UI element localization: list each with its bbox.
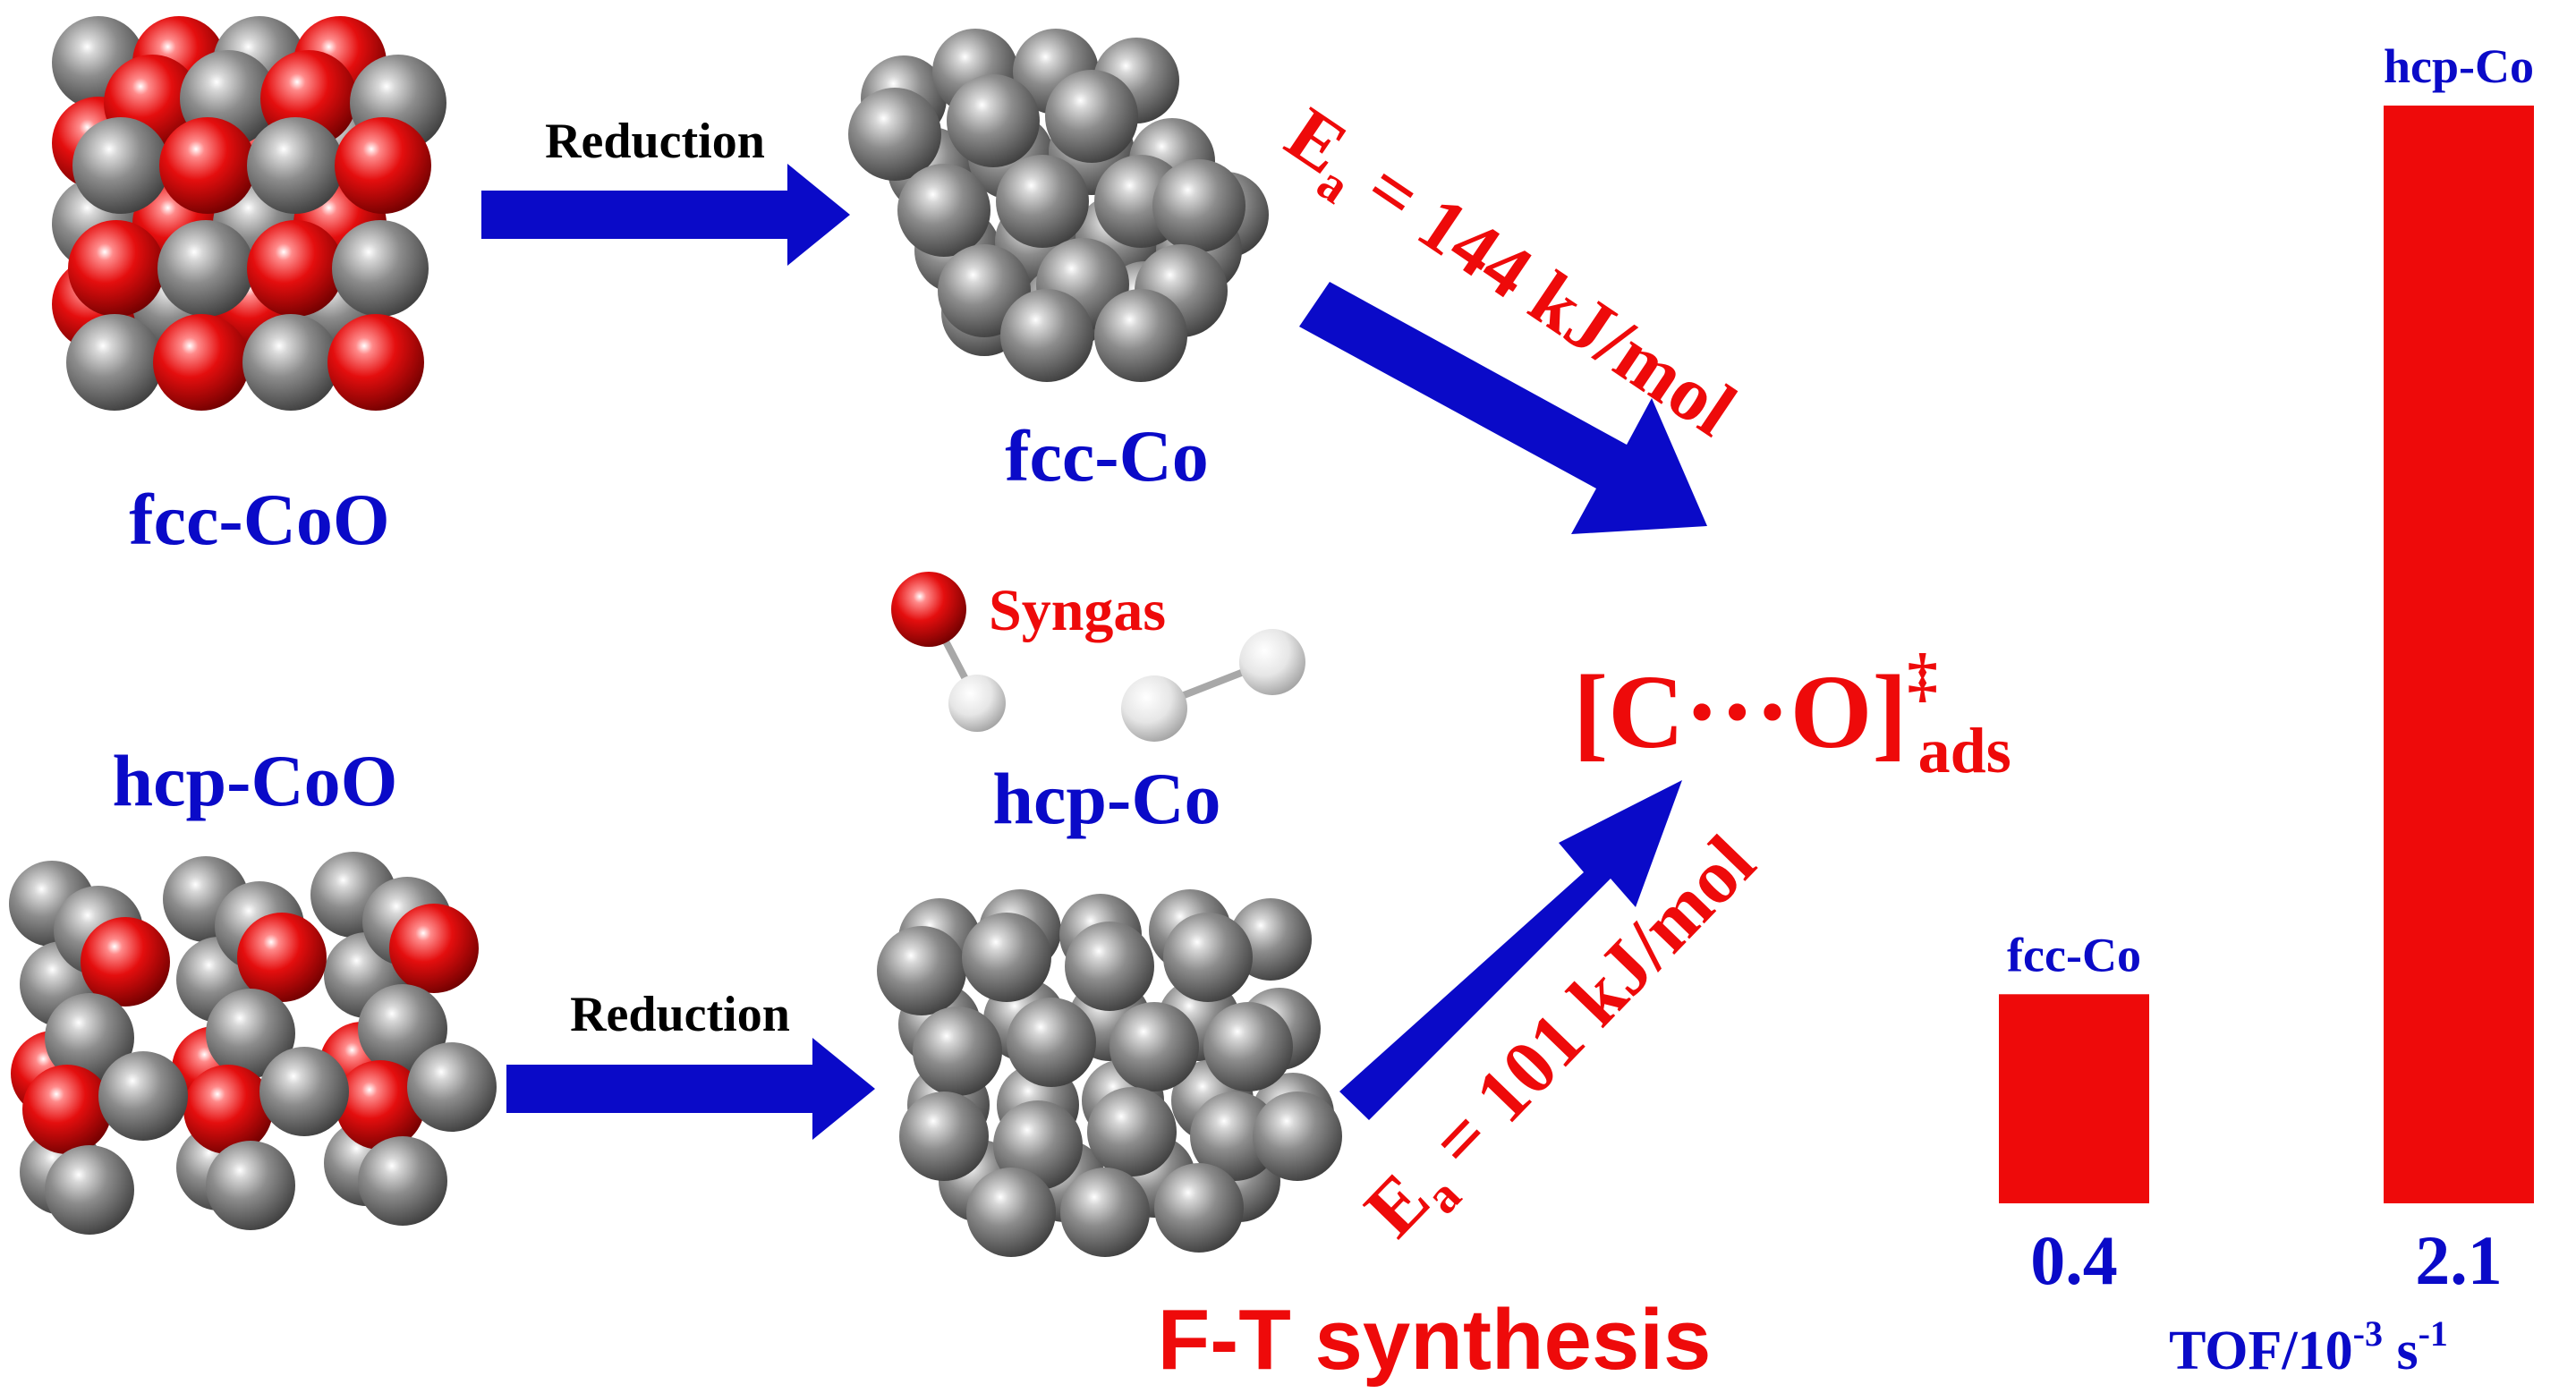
tof-bar-fcc-Co bbox=[1999, 994, 2149, 1203]
arrow-hcp-to-transition-state bbox=[1339, 780, 1682, 1120]
tof-bar-category-label: fcc-Co bbox=[2007, 928, 2141, 981]
cobalt-atom-sphere bbox=[996, 155, 1089, 248]
cobalt-atom-sphere bbox=[848, 88, 941, 181]
cobalt-atom-sphere bbox=[1190, 1091, 1279, 1181]
cobalt-atom-sphere bbox=[1109, 1002, 1199, 1091]
reduction-label-bottom: Reduction bbox=[570, 987, 790, 1042]
tof-bar-category-label: hcp-Co bbox=[2384, 39, 2534, 93]
tof-bar-chart: fcc-Co 0.4 hcp-Co 2.1 bbox=[1999, 39, 2534, 1299]
cobalt-atom-sphere bbox=[1065, 922, 1154, 1011]
cobalt-atom-sphere bbox=[1000, 289, 1093, 382]
reduction-arrow-top bbox=[481, 164, 850, 266]
cobalt-atom-sphere bbox=[899, 1091, 989, 1181]
fcc-coo-sphere-cluster-icon bbox=[52, 16, 446, 411]
cobalt-atom-sphere bbox=[1045, 70, 1138, 163]
cobalt-atom-sphere bbox=[45, 1145, 134, 1235]
oxygen-atom-sphere bbox=[327, 314, 424, 411]
cobalt-atom-sphere bbox=[45, 993, 134, 1083]
tof-bar-value-label: 0.4 bbox=[2030, 1221, 2118, 1299]
cobalt-atom-sphere bbox=[407, 1042, 497, 1132]
transition-state-label: [C···O]‡ads bbox=[1573, 641, 2011, 786]
cobalt-atom-sphere bbox=[1163, 913, 1253, 1002]
oxygen-atom-sphere bbox=[159, 117, 256, 214]
cobalt-atom-sphere bbox=[259, 1047, 349, 1136]
tof-bar-value-label: 2.1 bbox=[2415, 1221, 2503, 1299]
cobalt-atom-sphere bbox=[1060, 1168, 1150, 1257]
cobalt-atom-sphere bbox=[1094, 289, 1187, 382]
tof-axis-label: TOF/10-3 s-1 bbox=[2169, 1313, 2448, 1381]
cobalt-atom-sphere bbox=[72, 117, 169, 214]
hcp-coo-label: hcp-CoO bbox=[113, 740, 398, 821]
cobalt-atom-sphere bbox=[242, 314, 339, 411]
hcp-co-label: hcp-Co bbox=[992, 758, 1220, 839]
cobalt-atom-sphere bbox=[247, 117, 344, 214]
oxygen-atom-sphere bbox=[22, 1065, 112, 1154]
tof-bar-hcp-Co bbox=[2384, 106, 2534, 1203]
syngas-label: Syngas bbox=[989, 578, 1166, 643]
cobalt-atom-sphere bbox=[206, 989, 295, 1078]
cobalt-atom-sphere bbox=[1154, 1163, 1244, 1253]
oxygen-atom-sphere bbox=[389, 904, 479, 993]
cobalt-atom-sphere bbox=[1087, 1087, 1177, 1176]
oxygen-atom-sphere bbox=[153, 314, 250, 411]
cobalt-atom-sphere bbox=[1203, 1002, 1293, 1091]
ft-synthesis-label: F-T synthesis bbox=[1158, 1292, 1712, 1388]
reduction-label-top: Reduction bbox=[545, 114, 765, 169]
hcp-co-sphere-cluster-icon bbox=[877, 889, 1342, 1257]
fcc-coo-label: fcc-CoO bbox=[129, 479, 389, 560]
oxygen-atom-sphere bbox=[247, 220, 344, 317]
cobalt-atom-sphere bbox=[1253, 1091, 1342, 1181]
cobalt-atom-sphere bbox=[1152, 159, 1245, 252]
cobalt-atom-sphere bbox=[966, 1168, 1056, 1257]
cobalt-atom-sphere bbox=[66, 314, 163, 411]
fcc-co-label: fcc-Co bbox=[1005, 415, 1209, 497]
cobalt-atom-sphere bbox=[947, 74, 1040, 167]
cobalt-atom-sphere bbox=[98, 1051, 188, 1141]
cobalt-atom-sphere bbox=[358, 1136, 447, 1226]
hcp-coo-sphere-cluster-icon bbox=[9, 852, 497, 1235]
oxygen-atom-sphere bbox=[183, 1065, 273, 1154]
reduction-arrow-bottom bbox=[506, 1038, 875, 1140]
fcc-co-sphere-cluster-icon bbox=[848, 29, 1269, 382]
h2-molecule-icon bbox=[1121, 629, 1305, 742]
oxygen-atom-sphere bbox=[68, 220, 165, 317]
cobalt-atom-sphere bbox=[993, 1100, 1083, 1190]
cobalt-atom-sphere bbox=[962, 913, 1051, 1002]
oxygen-atom-sphere bbox=[81, 917, 170, 1007]
co-molecule-icon bbox=[891, 572, 1006, 732]
oxygen-atom-sphere bbox=[336, 1060, 425, 1150]
cobalt-atom-sphere bbox=[332, 220, 429, 317]
arrow-fcc-to-transition-state bbox=[1299, 282, 1707, 534]
oxygen-atom-sphere bbox=[335, 117, 431, 214]
cobalt-atom-sphere bbox=[157, 220, 254, 317]
cobalt-atom-sphere bbox=[897, 164, 990, 257]
cobalt-atom-sphere bbox=[206, 1141, 295, 1230]
cobalt-atom-sphere bbox=[877, 926, 966, 1015]
oxygen-atom-sphere bbox=[237, 913, 327, 1002]
cobalt-atom-sphere bbox=[1007, 998, 1096, 1087]
cobalt-atom-sphere bbox=[913, 1007, 1002, 1096]
